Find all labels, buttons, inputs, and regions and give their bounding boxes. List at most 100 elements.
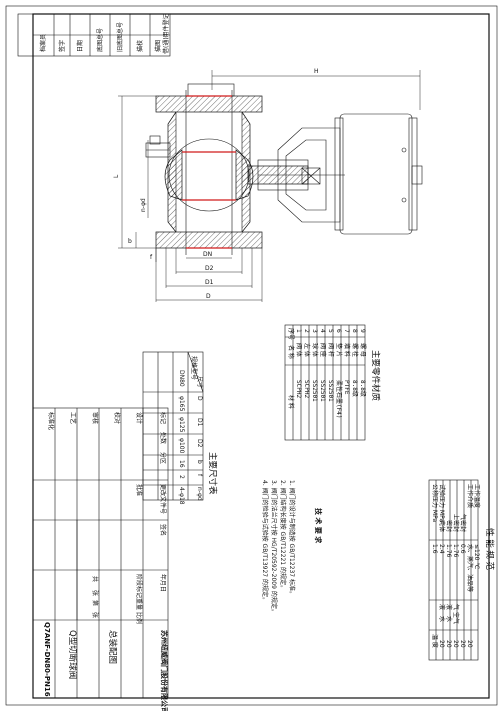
svg-text:20: 20 (438, 640, 445, 648)
svg-text:校对: 校对 (113, 412, 121, 424)
title-block (32, 407, 169, 699)
svg-text:张: 张 (91, 590, 99, 596)
dim-l-label: L (113, 174, 120, 178)
parts-rows: 序号 名 称 材 料 1 阀 体 SCPH2 2 左 体 SCPH2 3 球 体… (287, 328, 367, 418)
svg-text:2: 2 (178, 475, 185, 479)
svg-text:20: 20 (466, 640, 473, 648)
svg-text:柔性石墨(F4): 柔性石墨(F4) (335, 380, 343, 418)
svg-text:DN80: DN80 (178, 370, 185, 387)
dim-d2-label: D2 (205, 265, 214, 272)
strip-cell-3: 日期 (76, 40, 84, 52)
svg-text:阀 体: 阀 体 (295, 343, 303, 357)
svg-text:设计: 设计 (135, 412, 143, 424)
svg-text:年月日: 年月日 (159, 574, 167, 592)
svg-text:工艺: 工艺 (69, 412, 77, 424)
svg-text:≤120 ℃: ≤120 ℃ (473, 544, 480, 569)
inner-frame (32, 13, 490, 699)
svg-text:4-φ18: 4-φ18 (178, 487, 185, 505)
dims-title: 主要尺寸表 (207, 452, 218, 495)
strip-cell-7: 描图 (154, 40, 162, 52)
svg-text:0.6: 0.6 (459, 544, 466, 554)
actuator (339, 113, 413, 235)
svg-text:批准: 批准 (135, 484, 143, 496)
svg-text:填 料: 填 料 (343, 343, 351, 357)
svg-text:垫 片: 垫 片 (335, 343, 343, 357)
svg-text:D1: D1 (196, 418, 203, 427)
svg-text:共: 共 (91, 576, 99, 582)
svg-text:比例: 比例 (135, 612, 143, 624)
product-name: Q型切断球阀 (67, 630, 78, 679)
svg-text:SS2501: SS2501 (327, 380, 334, 402)
svg-text:序号: 序号 (287, 328, 295, 340)
tech-requirements: 技 术 要 求 1. 阀门的设计与制造按 GB/T12237 标准。 2. 阀门… (261, 480, 323, 615)
svg-text:20: 20 (445, 640, 452, 648)
performance-table: 性 能 规 范 (428, 479, 495, 661)
svg-text:SS2501: SS2501 (311, 380, 318, 402)
dim-d1-label: D1 (205, 279, 214, 286)
svg-text:D: D (196, 396, 203, 401)
svg-text:分区: 分区 (159, 452, 167, 464)
strip-cell-8: 借(通)用件登记 (162, 13, 170, 54)
company-name: 苏州纽威阀门股份有限公司 (160, 630, 169, 711)
left-strip (17, 13, 171, 57)
svg-text:壳体: 壳体 (438, 520, 446, 532)
parts-table: 主要零件材质 (284, 324, 381, 441)
dim-h-label: H (314, 68, 319, 75)
svg-text:液: 液 (445, 604, 453, 610)
svg-text:工作温度: 工作温度 (473, 484, 481, 508)
svg-text:8.8级: 8.8级 (359, 380, 367, 397)
svg-text:材 料: 材 料 (287, 395, 295, 409)
svg-text:签名: 签名 (159, 524, 167, 536)
svg-text:空气: 空气 (452, 612, 460, 624)
svg-text:D2: D2 (196, 439, 203, 448)
svg-text:标准化: 标准化 (47, 412, 55, 430)
dims-table-values: D φ165 D1 φ125 D2 φ100 b 16 f 2 n-φd 4-φ… (178, 396, 203, 505)
svg-text:螺 母: 螺 母 (359, 343, 367, 357)
svg-text:规格型号: 规格型号 (190, 356, 198, 380)
svg-text:水: 水 (445, 616, 453, 622)
svg-text:SCPH2: SCPH2 (303, 380, 310, 398)
title-block-text: 苏州纽威阀门股份有限公司 总装配图 Q型切断球阀 Q7ANF-DN80-PN16… (43, 412, 169, 711)
svg-text:φ125: φ125 (178, 417, 185, 433)
svg-text:公称压力 MPa: 公称压力 MPa (431, 484, 439, 522)
svg-text:工作介质: 工作介质 (466, 484, 474, 508)
svg-text:SCPH2: SCPH2 (295, 380, 302, 398)
svg-text:8: 8 (351, 329, 358, 333)
svg-text:水: 水 (438, 616, 446, 622)
strip-cell-2: 签字 (58, 40, 66, 52)
dim-f-label: f (150, 254, 153, 261)
svg-text:PTFE: PTFE (343, 380, 350, 395)
drawing-name: 总装配图 (107, 630, 118, 664)
top-flange (155, 95, 263, 113)
svg-text:φ100: φ100 (178, 438, 185, 454)
dim-dn-label: DN (203, 251, 212, 258)
performance-title: 性 能 规 范 (484, 528, 495, 571)
svg-text:4. 阀门的检验与试验按 GB/T13927 的规定。: 4. 阀门的检验与试验按 GB/T13927 的规定。 (261, 480, 269, 603)
svg-text:温 度: 温 度 (431, 634, 439, 648)
svg-text:标记: 标记 (159, 412, 167, 424)
svg-text:试验压力 MPa: 试验压力 MPa (438, 484, 446, 522)
svg-text:更改文件号: 更改文件号 (159, 484, 167, 514)
svg-text:名 称: 名 称 (287, 345, 295, 359)
dim-b-label: b (128, 238, 132, 245)
tech-title: 技 术 要 求 (314, 508, 323, 544)
svg-text:φ165: φ165 (178, 396, 185, 412)
svg-text:1.6: 1.6 (431, 544, 438, 554)
svg-text:阶段标记: 阶段标记 (135, 574, 143, 598)
left-strip-labels: 档案员 签字 日期 底图总号 旧底图总号 描校 描图 借(通)用件登记 (39, 13, 170, 54)
svg-text:f: f (196, 474, 203, 477)
svg-text:气密封: 气密封 (459, 514, 467, 532)
svg-text:第: 第 (91, 600, 99, 606)
strip-cell-1: 档案员 (39, 34, 47, 52)
svg-text:审核: 审核 (91, 412, 99, 424)
svg-text:螺 栓: 螺 栓 (351, 343, 359, 357)
svg-text:2. 阀门结构长度按 GB/T12221 的规定。: 2. 阀门结构长度按 GB/T12221 的规定。 (279, 480, 287, 591)
svg-text:尺寸: 尺寸 (196, 376, 204, 388)
drawing-number: Q7ANF-DN80-PN16 (43, 622, 51, 697)
svg-text:阀 座: 阀 座 (319, 343, 327, 357)
strip-cell-4: 底图总号 (96, 28, 104, 52)
svg-text:2: 2 (303, 329, 310, 333)
svg-text:2.4: 2.4 (438, 544, 445, 554)
svg-text:1: 1 (295, 329, 302, 333)
valve-assembly-drawing: H (113, 68, 423, 302)
